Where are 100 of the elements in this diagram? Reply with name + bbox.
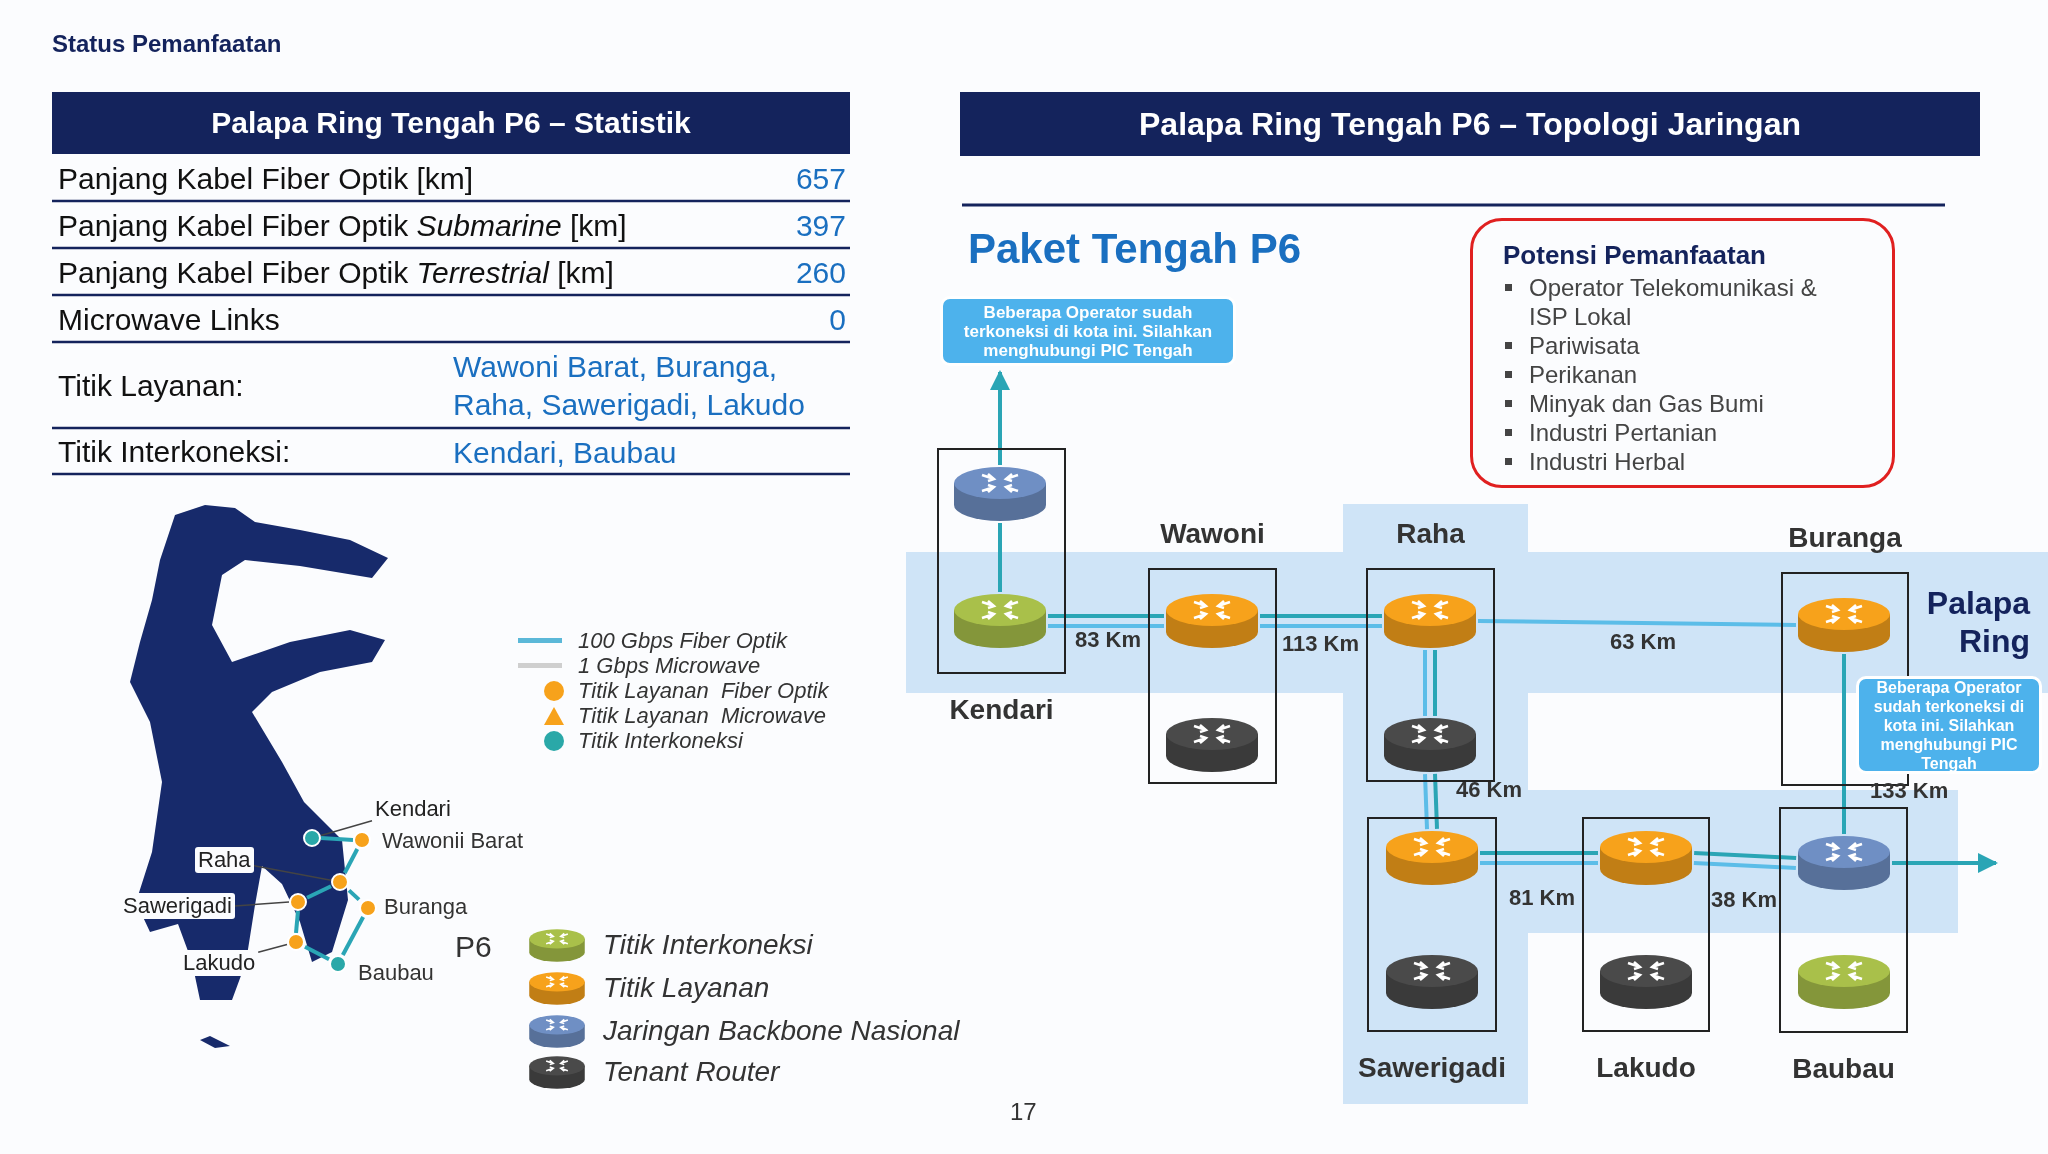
legend-text: 1 Gbps Microwave — [578, 653, 761, 679]
location-dot — [353, 831, 371, 849]
legend-text: Titik Interkoneksi — [578, 728, 743, 754]
router-icon — [1796, 834, 1892, 892]
place-label: Buranga — [384, 894, 468, 920]
bullet-item: Operator Telekomunikasi & ISP Lokal — [1529, 273, 1818, 331]
connector-line — [347, 888, 361, 902]
router-icon — [1598, 953, 1694, 1011]
connector-line — [304, 944, 330, 962]
bullet-item: Industri Herbal — [1529, 447, 1686, 476]
table-cell-text: 0 — [829, 302, 846, 338]
arrow — [1892, 853, 1998, 873]
router-icon — [1384, 829, 1480, 887]
connector-line — [341, 916, 365, 956]
callout-box: Beberapa Operator sudah terkoneksi di kota ini. Silahkan menghubungi PIC Tengah — [940, 296, 1236, 366]
legend-text: Tenant Router — [603, 1055, 780, 1089]
leader-line — [234, 901, 290, 907]
router-icon — [952, 592, 1048, 650]
place-label: Baubau — [358, 960, 434, 986]
leader-line — [320, 820, 373, 837]
section-header: Palapa Ring Tengah P6 – Topologi Jaringan — [960, 92, 1980, 156]
edge-label: 113 Km — [1282, 632, 1360, 656]
legend-text: Titik Layanan — [603, 971, 770, 1005]
table-cell: Titik Interkoneksi: — [58, 434, 291, 470]
edge-label: 83 Km — [1075, 628, 1142, 652]
table-cell-text: 657 — [795, 161, 846, 197]
table-cell-text: Panjang Kabel Fiber Optik [km] — [58, 161, 474, 197]
connector-line — [1423, 650, 1427, 716]
connector-line — [1480, 851, 1598, 855]
router-icon — [1382, 716, 1478, 774]
site-label: Lakudo — [1595, 1051, 1697, 1085]
edge-label: 63 Km — [1610, 630, 1677, 654]
router-icon — [1384, 953, 1480, 1011]
location-dot — [329, 955, 347, 973]
legend-text: Titik Interkoneksi — [603, 928, 813, 962]
table-cell-text: Panjang Kabel Fiber Optik Terrestrial [km] — [58, 255, 614, 291]
connector-line — [1260, 614, 1382, 618]
site-label: Buranga — [1787, 521, 1903, 555]
edge-label: 81 Km — [1509, 886, 1576, 910]
legend-text: Titik Layanan Fiber Optik — [578, 678, 829, 704]
callout-box: Beberapa Operator sudah terkoneksi di kota ini. Silahkan menghubungi PIC Tengah — [1856, 676, 2042, 774]
region-label: P6 — [455, 930, 492, 964]
edge-label: 46 Km — [1456, 778, 1523, 802]
info-box — [1470, 218, 1895, 488]
table-cell-text: Microwave Links — [58, 302, 280, 338]
box-heading: Potensi Pemanfaatan — [1503, 239, 1767, 271]
router-icon — [1164, 716, 1260, 774]
router-icon — [1382, 592, 1478, 650]
edge-label: 133 Km — [1870, 779, 1949, 803]
connector-line — [294, 910, 300, 934]
router-icon — [952, 465, 1048, 523]
table-cell-text: Wawoni Barat, Buranga, Raha, Sawerigadi, Lakudo — [453, 349, 806, 423]
connector-line — [1694, 851, 1797, 860]
connector-line — [1433, 773, 1439, 829]
location-dot — [359, 899, 377, 917]
legend-text: 100 Gbps Fiber Optik — [578, 628, 788, 654]
arrow — [990, 370, 1010, 465]
connector-line — [1048, 624, 1164, 628]
table-cell-text: 260 — [795, 255, 846, 291]
connector-line — [1693, 861, 1796, 870]
table-cell-text: 397 — [795, 208, 846, 244]
connector-line — [1477, 619, 1797, 627]
router-icon — [1598, 829, 1694, 887]
connector-line — [320, 836, 354, 842]
table-cell-text: Panjang Kabel Fiber Optik Submarine [km] — [58, 208, 627, 244]
connector-line — [306, 884, 332, 900]
bullet-item: Industri Pertanian — [1529, 418, 1718, 447]
connector-line — [342, 848, 360, 874]
connector-line — [1423, 774, 1429, 830]
page-title: Status Pemanfaatan — [52, 30, 282, 58]
bullet-item: Minyak dan Gas Bumi — [1529, 389, 1764, 418]
legend-text: Titik Layanan Microwave — [578, 703, 826, 729]
edge-label: 38 Km — [1711, 888, 1778, 912]
site-label: Raha — [1395, 517, 1466, 551]
router-icon — [1796, 953, 1892, 1011]
legend-text: Jaringan Backbone Nasional — [603, 1014, 960, 1048]
connector-line — [1433, 650, 1437, 716]
bullet-item: Perikanan — [1529, 360, 1638, 389]
table-cell-text: Kendari, Baubau — [453, 435, 678, 471]
bullet-item: Pariwisata — [1529, 331, 1640, 360]
site-label: Kendari — [948, 693, 1055, 727]
table-header: Palapa Ring Tengah P6 – Statistik — [52, 92, 850, 154]
leader-line — [257, 943, 288, 954]
region-label: Palapa Ring — [1925, 584, 2030, 660]
connector-line — [1260, 624, 1382, 628]
location-dot — [331, 873, 349, 891]
place-label: Raha — [195, 847, 254, 873]
connector-line — [1842, 654, 1846, 834]
connector-line — [1048, 614, 1164, 618]
site-label: Baubau — [1791, 1052, 1896, 1086]
router-icon — [1164, 592, 1260, 650]
connector-line — [998, 523, 1002, 592]
connector-line — [1480, 861, 1598, 865]
page-number: 17 — [1010, 1098, 1037, 1126]
router-icon — [1796, 596, 1892, 654]
section-title: Paket Tengah P6 — [968, 225, 1301, 273]
site-label: Wawoni — [1159, 517, 1266, 551]
table-cell: Titik Layanan: — [58, 368, 244, 404]
location-dot — [287, 933, 305, 951]
site-label: Sawerigadi — [1357, 1051, 1507, 1085]
